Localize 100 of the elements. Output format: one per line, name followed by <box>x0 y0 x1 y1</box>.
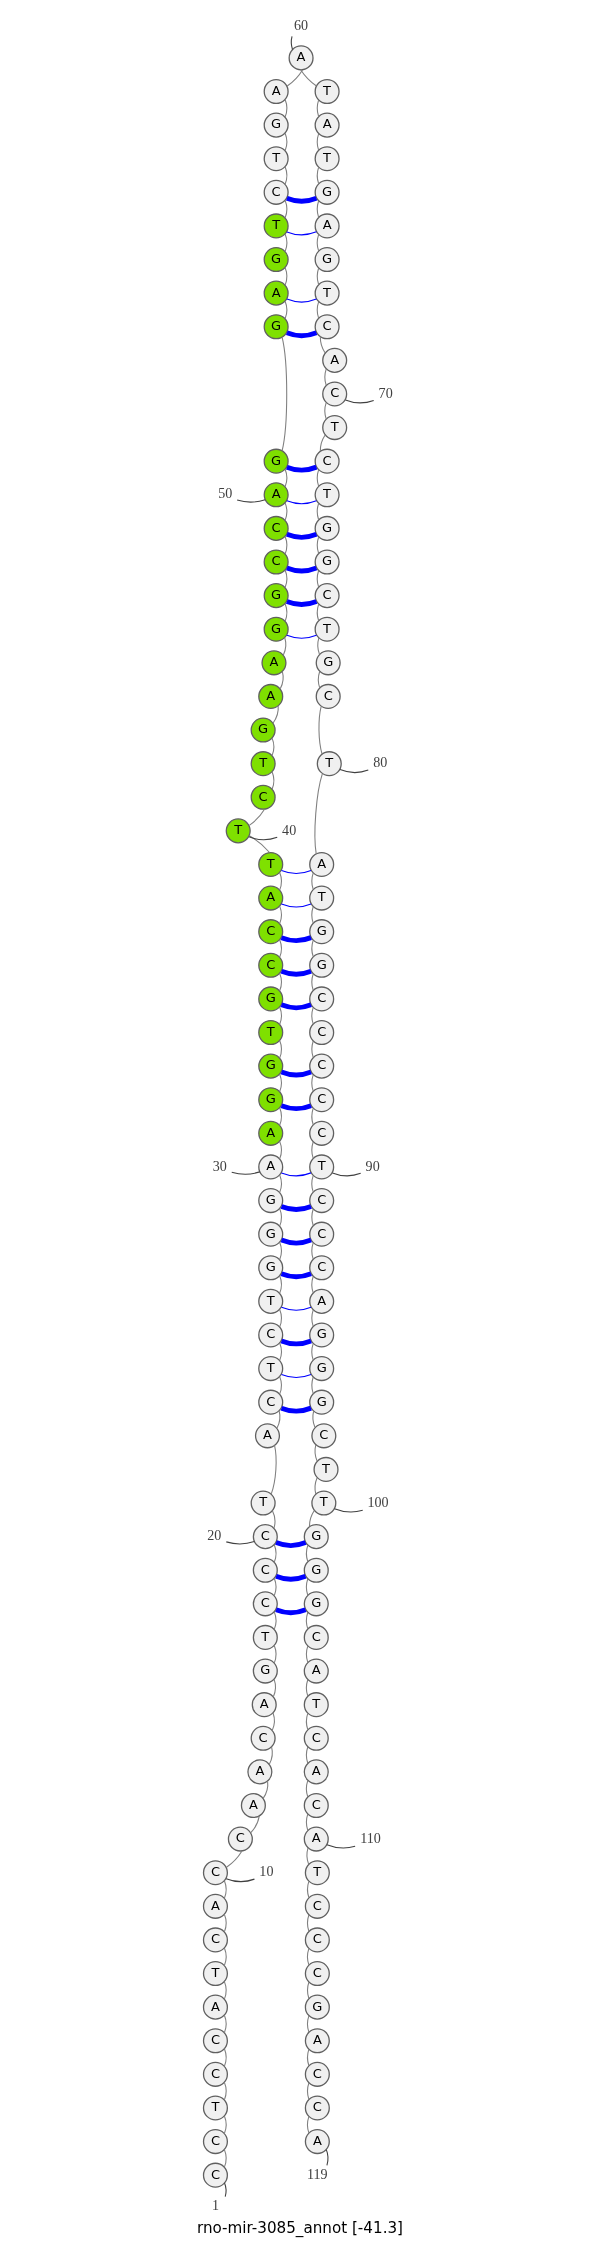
connector <box>286 599 318 607</box>
connector <box>280 1374 312 1379</box>
connector <box>279 1275 282 1294</box>
node-circle: T <box>303 1692 329 1718</box>
connector <box>248 808 266 826</box>
node-circle: C <box>309 1188 335 1214</box>
node-text: 20 <box>207 1527 222 1544</box>
connector <box>271 737 275 757</box>
node-text: 80 <box>373 754 388 771</box>
node-circle: A <box>247 1759 273 1785</box>
connector <box>326 1844 356 1849</box>
connector <box>280 1405 312 1414</box>
connector <box>307 2048 310 2067</box>
node-circle: C <box>250 784 276 810</box>
connector <box>318 705 323 755</box>
connector <box>333 1508 364 1513</box>
node-circle: A <box>309 1288 335 1314</box>
connector <box>273 1644 277 1664</box>
node-circle: G <box>309 1356 335 1382</box>
node-circle: G <box>263 448 289 474</box>
node-circle: A <box>258 683 284 709</box>
node-text: 50 <box>218 485 233 502</box>
connector <box>286 298 317 303</box>
connector <box>307 2015 310 2033</box>
node-circle: G <box>252 1658 278 1684</box>
node-circle: G <box>258 1255 284 1281</box>
connector <box>280 1237 312 1246</box>
connector <box>223 2149 227 2168</box>
connector <box>280 1069 312 1078</box>
node-text: 110 <box>360 1829 381 1846</box>
connector <box>279 1241 282 1261</box>
node-circle: C <box>258 1322 284 1348</box>
diagram-title: rno-mir-3085_annot [-41.3] <box>196 2218 404 2237</box>
connector <box>272 705 279 724</box>
node-circle: C <box>314 583 340 609</box>
connector <box>317 637 320 655</box>
node-circle: G <box>303 1557 329 1583</box>
connector <box>279 1208 282 1227</box>
node-circle: A <box>288 45 314 71</box>
node-circle: T <box>263 146 289 172</box>
node-text: 100 <box>367 1493 389 1510</box>
node-circle: G <box>309 952 335 978</box>
connector <box>311 1343 314 1361</box>
connector <box>325 2149 329 2166</box>
connector <box>311 1007 314 1025</box>
connector <box>271 1510 276 1529</box>
node-circle: G <box>314 179 340 205</box>
connector <box>311 1208 314 1227</box>
node-circle: G <box>314 246 340 273</box>
connector <box>236 499 266 503</box>
node-circle: C <box>252 1591 278 1617</box>
node-circle: C <box>309 1120 335 1146</box>
node-circle: A <box>254 1423 281 1449</box>
connector <box>268 1746 273 1765</box>
node-circle: C <box>314 314 340 340</box>
node-circle: A <box>263 482 289 508</box>
connector <box>316 200 320 218</box>
node-circle: C <box>250 1725 276 1751</box>
node-circle: G <box>263 112 289 138</box>
node-text: 40 <box>282 821 297 838</box>
connector <box>319 336 326 354</box>
connector <box>311 1074 314 1092</box>
connector <box>307 2082 310 2100</box>
connector <box>279 1308 282 1328</box>
connector <box>280 1271 312 1280</box>
node-text: 30 <box>212 1157 227 1174</box>
connector <box>317 671 321 689</box>
node-circle: A <box>261 650 287 676</box>
connector <box>305 1813 309 1831</box>
node-circle: G <box>258 1188 284 1214</box>
node-circle: T <box>258 851 284 878</box>
node-circle: G <box>314 549 340 575</box>
connector <box>276 1410 281 1429</box>
connector <box>250 1815 260 1834</box>
node-circle: A <box>314 213 340 239</box>
node-circle: A <box>304 2129 330 2155</box>
connector <box>280 1172 312 1177</box>
connector <box>231 1171 261 1175</box>
node-circle: C <box>304 2061 330 2087</box>
node-circle: A <box>304 2028 330 2054</box>
node-circle: T <box>225 818 251 844</box>
connector <box>311 1275 314 1294</box>
node-circle: A <box>202 1994 228 2020</box>
connector <box>286 195 318 204</box>
connector <box>284 603 288 622</box>
connector <box>279 1342 282 1362</box>
node-circle: C <box>263 515 289 541</box>
node-circle: A <box>251 1692 277 1718</box>
connector <box>226 1850 243 1868</box>
node-text: 10 <box>259 1863 274 1880</box>
connector <box>275 1573 307 1582</box>
connector <box>284 233 288 253</box>
node-circle: A <box>303 1759 329 1785</box>
node-circle: G <box>258 1053 284 1079</box>
connector <box>280 869 312 874</box>
connector <box>311 1309 314 1327</box>
connector <box>305 1746 309 1764</box>
node-text: 119 <box>307 2165 328 2182</box>
node-text: 90 <box>365 1157 380 1174</box>
node-circle: C <box>202 2129 228 2155</box>
